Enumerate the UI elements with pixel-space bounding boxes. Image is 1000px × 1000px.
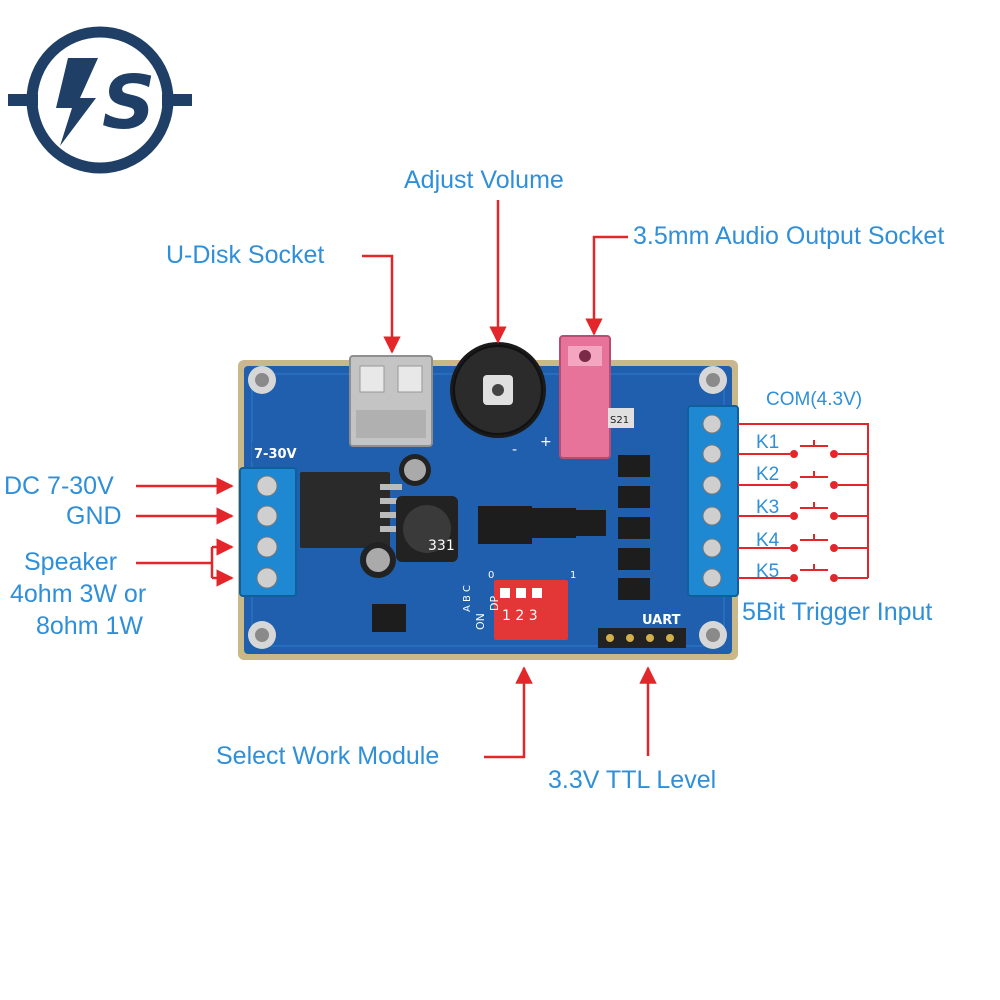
dip-switch [494, 580, 568, 640]
silk-dip-on: ON [474, 613, 487, 630]
silk-voltage: 7-30V [254, 447, 297, 462]
trigger-terminal [687, 405, 739, 597]
label-k5: K5 [756, 561, 780, 582]
switch-k1 [738, 440, 868, 458]
silk-pot-minus: - [512, 442, 517, 458]
label-speaker-2: 4ohm 3W or [10, 580, 147, 608]
uart-header [598, 628, 686, 648]
voltage-regulator [300, 472, 402, 548]
silk-pot-plus: + [540, 434, 552, 450]
audio-jack [559, 335, 611, 459]
main-chip [478, 506, 606, 544]
silk-one: 1 [570, 570, 576, 581]
label-speaker-3: 8ohm 1W [36, 612, 143, 640]
small-chip [372, 604, 406, 632]
capacitor-2 [360, 542, 396, 578]
silk-uart: UART [642, 613, 681, 628]
label-com: COM(4.3V) [766, 389, 863, 410]
label-k4: K4 [756, 530, 780, 551]
label-k2: K2 [756, 464, 780, 485]
pcb-board: 7-30V UART 331 ON DP 1 2 3 A B C 0 1 - +… [238, 335, 739, 660]
brand-logo: S [8, 26, 192, 174]
label-audio-output: 3.5mm Audio Output Socket [633, 222, 945, 250]
label-dc-power: DC 7-30V [4, 472, 114, 500]
usb-socket [349, 355, 433, 447]
silk-s21: S21 [610, 415, 629, 426]
trigger-wiring [738, 423, 869, 582]
callout-arrows [136, 200, 657, 759]
label-gnd: GND [66, 502, 122, 530]
mounting-hole-tl [248, 366, 276, 394]
switch-k2 [738, 471, 868, 489]
volume-knob [450, 342, 546, 438]
silk-zero: 0 [488, 570, 494, 581]
silk-inductor: 331 [428, 538, 455, 554]
mounting-hole-br [699, 621, 727, 649]
switch-k4 [738, 534, 868, 552]
label-k1: K1 [756, 432, 780, 453]
inductor [396, 496, 458, 562]
label-adjust-volume: Adjust Volume [404, 166, 564, 194]
silk-dip-dp: DP [488, 596, 501, 611]
label-trigger-input: 5Bit Trigger Input [742, 598, 933, 626]
label-ttl-level: 3.3V TTL Level [548, 766, 717, 794]
mosfet-array [618, 455, 650, 600]
chip-s21 [608, 408, 634, 428]
label-k3: K3 [756, 497, 780, 518]
label-u-disk-socket: U-Disk Socket [166, 241, 325, 269]
silk-abc: A B C [462, 585, 473, 612]
mounting-hole-tr [699, 366, 727, 394]
mounting-hole-bl [248, 621, 276, 649]
logo-letter-s: S [102, 60, 155, 146]
label-select-work-module: Select Work Module [216, 742, 440, 770]
lightning-icon [56, 58, 98, 146]
switch-k5 [738, 564, 868, 582]
silk-dip-numbers: 1 2 3 [502, 608, 538, 624]
capacitor-1 [399, 454, 431, 486]
power-speaker-terminal [239, 467, 297, 597]
label-speaker-1: Speaker [24, 548, 118, 576]
switch-k3 [738, 502, 868, 520]
